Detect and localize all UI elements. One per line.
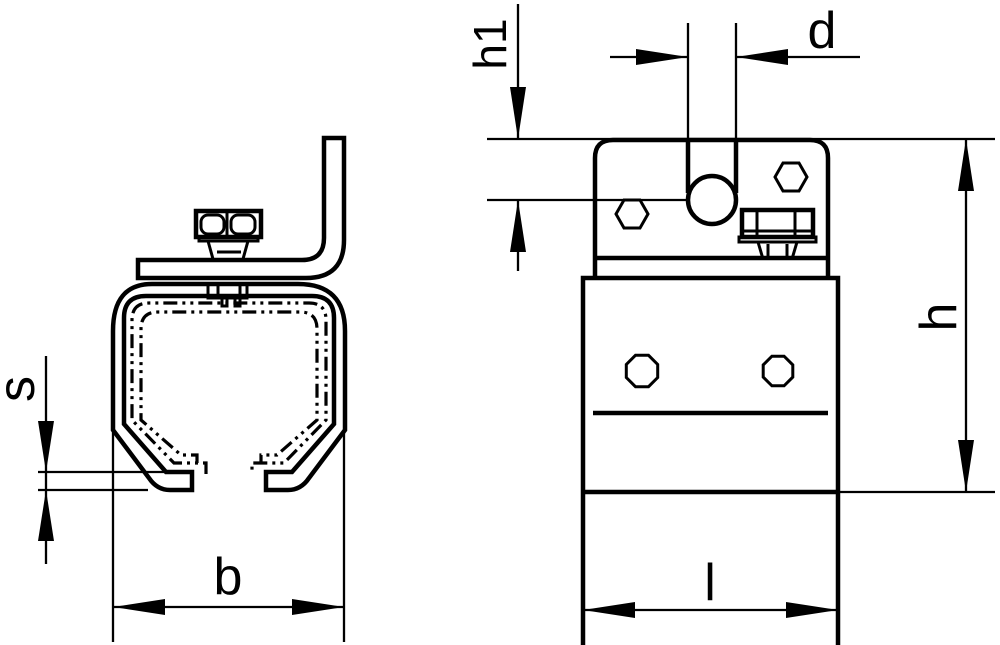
dimension-h1 [487, 4, 995, 271]
rail-profile-outline [110, 281, 348, 493]
mounting-body-outline [580, 275, 841, 645]
body-hole-right [761, 354, 795, 388]
dimension-s [38, 356, 190, 564]
dimension-b [111, 430, 346, 642]
right-view-hanger-elevation [580, 137, 841, 645]
dim-label-h1: h1 [464, 18, 516, 69]
arrow-d-right [736, 49, 788, 65]
arrow-h1-upper [510, 87, 526, 139]
suspension-pin-shaft [685, 139, 739, 193]
hanger-bolt-side [737, 207, 818, 260]
ceiling-bracket-profile [135, 135, 347, 281]
dimension-d [610, 23, 860, 139]
arrow-h-top [958, 139, 974, 191]
arrow-b-left [113, 599, 165, 615]
arrow-s-upper [38, 421, 54, 472]
left-view-rail-cross-section [110, 135, 348, 493]
arrow-l-left [583, 602, 635, 618]
dim-label-h: h [910, 303, 968, 332]
dimension-l [583, 602, 838, 618]
arrow-h1-lower [510, 200, 526, 252]
rail-phantom-profile-inner [139, 310, 319, 463]
dim-label-b: b [214, 548, 243, 606]
arrow-d-left [636, 49, 688, 65]
body-hole-left [624, 353, 660, 389]
dim-label-l: l [704, 554, 716, 612]
dim-label-d: d [808, 2, 837, 60]
arrow-b-right [292, 599, 344, 615]
arrow-s-lower [38, 490, 54, 541]
plate-hex-hole-right [773, 161, 809, 193]
dimension-h [838, 139, 995, 494]
arrow-h-bottom [958, 440, 974, 492]
suspension-pin-bore [685, 173, 739, 227]
dim-label-s: s [0, 376, 46, 402]
rail-phantom-profile-outer [130, 301, 328, 474]
plate-hex-hole-left [614, 198, 650, 230]
arrow-l-right [786, 602, 838, 618]
